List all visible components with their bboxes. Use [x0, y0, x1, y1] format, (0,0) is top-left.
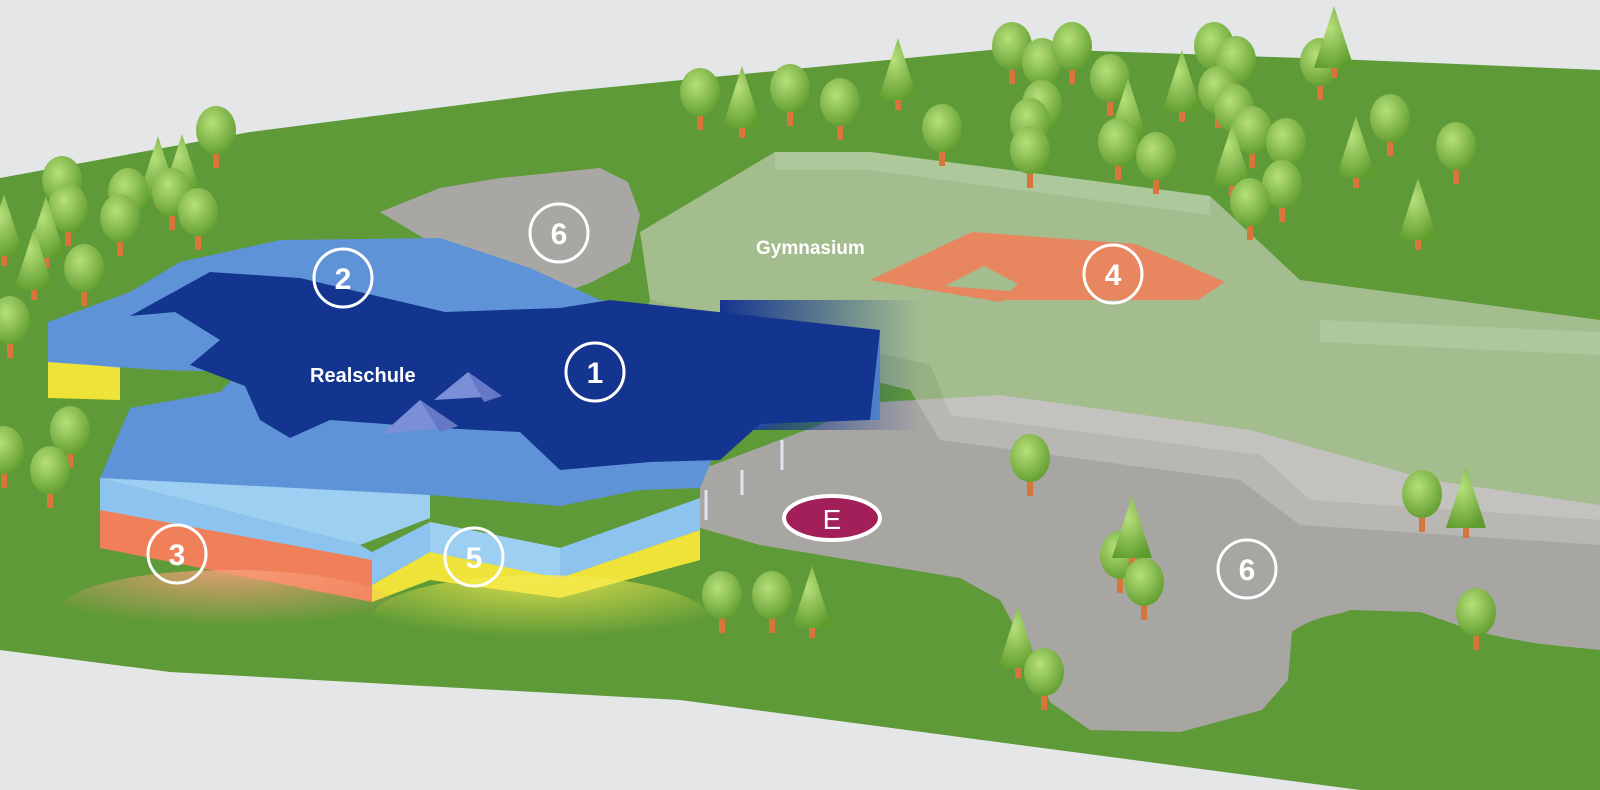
marker-4[interactable]: 4 [1082, 243, 1144, 305]
marker-6-south-label: 6 [1239, 554, 1256, 587]
marker-1-ring [564, 341, 626, 403]
marker-3-ring [146, 523, 208, 585]
marker-5[interactable]: 5 [443, 526, 505, 588]
zone-4-area [870, 232, 1225, 302]
marker-6-north-ring [528, 202, 590, 264]
realschule-label: Realschule [310, 365, 416, 387]
marker-2-ring [312, 247, 374, 309]
marker-1[interactable]: 1 [564, 341, 626, 403]
marker-4-ring [1082, 243, 1144, 305]
marker-3-label: 3 [169, 539, 186, 572]
marker-1-label: 1 [587, 357, 604, 390]
entrance-marker[interactable]: E [782, 494, 882, 542]
marker-6-north-label: 6 [551, 218, 568, 251]
marker-2[interactable]: 2 [312, 247, 374, 309]
marker-5-label: 5 [466, 542, 483, 575]
realschule-building [48, 238, 920, 602]
gymnasium-label: Gymnasium [756, 238, 865, 259]
marker-5-ring [443, 526, 505, 588]
marker-6-north[interactable]: 6 [528, 202, 590, 264]
marker-6-south[interactable]: 6 [1216, 538, 1278, 600]
marker-4-label: 4 [1105, 259, 1122, 292]
paved-area-north [380, 168, 640, 300]
marker-3[interactable]: 3 [146, 523, 208, 585]
marker-6-south-ring [1216, 538, 1278, 600]
lawn-island [1291, 610, 1600, 700]
entrance-badge [782, 494, 882, 542]
marker-2-label: 2 [335, 263, 352, 296]
entrance-label: E [823, 504, 842, 535]
